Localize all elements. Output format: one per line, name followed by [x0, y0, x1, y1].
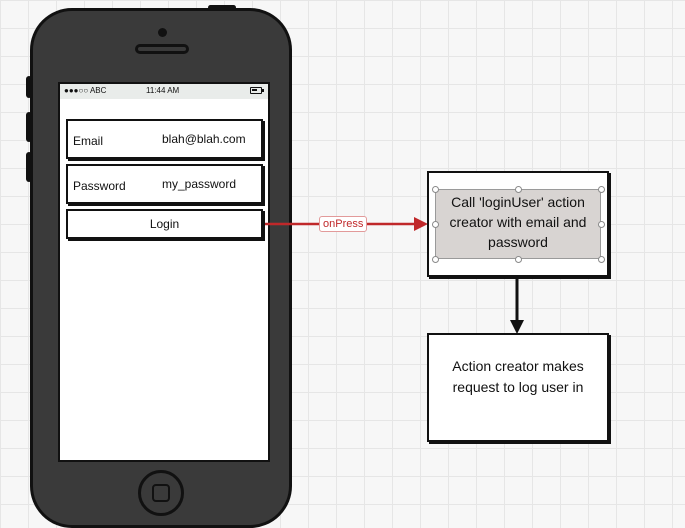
speaker-grille [135, 44, 189, 54]
onpress-arrow-head [414, 217, 428, 231]
request-box [427, 333, 609, 442]
resize-handle[interactable] [432, 186, 439, 193]
email-field[interactable]: Email blah@blah.com [66, 119, 263, 159]
email-value: blah@blah.com [162, 132, 246, 146]
login-button[interactable]: Login [66, 209, 263, 239]
resize-handle[interactable] [515, 256, 522, 263]
resize-handle[interactable] [598, 221, 605, 228]
resize-handle[interactable] [598, 256, 605, 263]
resize-handle[interactable] [515, 186, 522, 193]
resize-handle[interactable] [432, 256, 439, 263]
home-button[interactable] [138, 470, 184, 516]
email-label: Email [73, 134, 104, 148]
phone-mute-switch [26, 76, 32, 98]
password-field[interactable]: Password my_password [66, 164, 263, 204]
password-value: my_password [162, 177, 237, 191]
step1-text: Call 'loginUser' action creator with ema… [449, 194, 587, 250]
down-arrow-head [510, 320, 524, 334]
password-label: Password [73, 179, 126, 193]
carrier-signal: ●●●○○ ABC [64, 86, 107, 95]
home-button-square-icon [152, 484, 170, 502]
status-time: 11:44 AM [146, 86, 180, 95]
onpress-label: onPress [319, 216, 368, 232]
camera-icon [158, 28, 167, 37]
phone-volume-up-button [26, 112, 32, 142]
status-bar: ●●●○○ ABC 11:44 AM [58, 82, 270, 99]
phone-volume-down-button [26, 152, 32, 182]
phone-power-button [208, 5, 236, 10]
resize-handle[interactable] [598, 186, 605, 193]
battery-tip [262, 89, 264, 92]
step2-text: Action creator makes request to log user… [452, 358, 584, 395]
battery-icon [250, 87, 262, 94]
resize-handle[interactable] [432, 221, 439, 228]
